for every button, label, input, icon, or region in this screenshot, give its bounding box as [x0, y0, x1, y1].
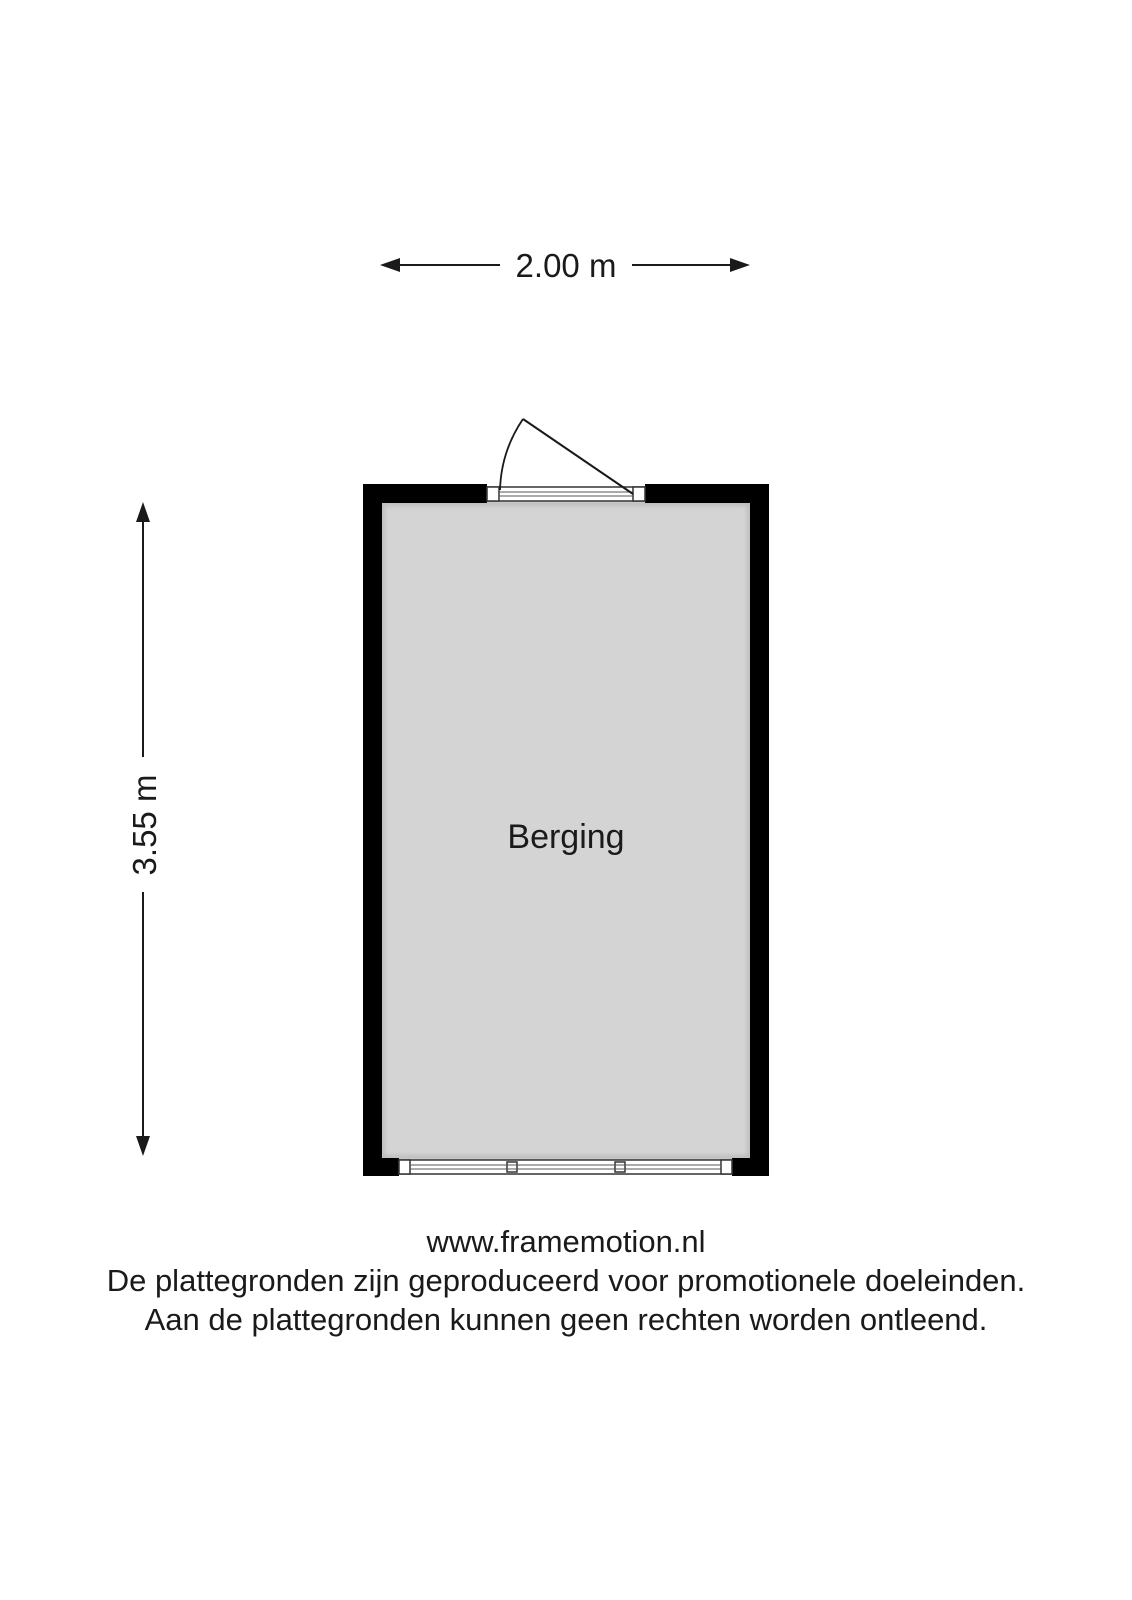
window-mullion	[614, 1161, 626, 1173]
arrow-left-icon	[380, 258, 400, 272]
room-label: Berging	[507, 818, 624, 856]
window-jamb-left	[398, 1159, 411, 1175]
width-dimension-label: 2.00 m	[516, 247, 617, 284]
disclaimer-line-1: De plattegronden zijn geproduceerd voor …	[106, 1263, 1026, 1298]
door-top	[486, 418, 646, 502]
door-jamb-left	[486, 486, 500, 502]
wall-top-right	[645, 484, 769, 503]
website-link[interactable]: www.framemotion.nl	[426, 1224, 706, 1259]
walls	[363, 484, 769, 1176]
door-leaf	[522, 418, 634, 495]
door-swing-arc	[499, 418, 524, 491]
window-bottom	[398, 1159, 733, 1175]
footer: www.framemotion.nl De plattegronden zijn…	[0, 1222, 1132, 1339]
door-jamb-right	[632, 486, 646, 502]
window-frame	[398, 1159, 733, 1175]
window-mullion	[506, 1161, 518, 1173]
door-frame	[486, 486, 646, 502]
wall-bottom-right	[732, 1158, 769, 1176]
wall-right	[750, 484, 769, 1176]
arrow-down-icon	[136, 1136, 150, 1156]
disclaimer-line-2: Aan de plattegronden kunnen geen rechten…	[144, 1302, 988, 1337]
height-dimension-label: 3.55 m	[126, 775, 163, 876]
room-floor	[382, 503, 750, 1158]
arrow-right-icon	[730, 258, 750, 272]
height-dimension: 3.55 m	[126, 502, 163, 1156]
arrow-up-icon	[136, 502, 150, 522]
window-jamb-right	[720, 1159, 733, 1175]
wall-left	[363, 484, 382, 1176]
wall-bottom-left	[363, 1158, 399, 1176]
wall-top-left	[363, 484, 487, 503]
width-dimension: 2.00 m	[380, 247, 750, 284]
